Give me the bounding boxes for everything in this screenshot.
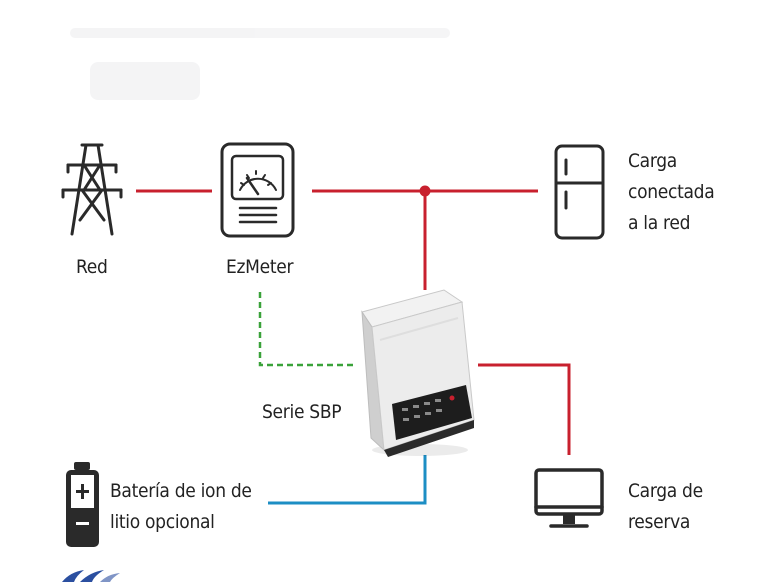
junction-dot xyxy=(419,185,431,197)
backup-load-label-line-2: reserva xyxy=(628,511,691,533)
battery-label-line-2: litio opcional xyxy=(110,511,215,533)
backup-load-label: Carga de reserva xyxy=(628,476,703,538)
battery-icon xyxy=(66,462,99,547)
grid-label: Red xyxy=(76,256,108,278)
meter-comm-line xyxy=(258,292,356,367)
grid-load-label-line-3: a la red xyxy=(628,212,691,234)
grid-load-label-line-1: Carga xyxy=(628,150,677,172)
backup-load-label-line-1: Carga de xyxy=(628,480,703,502)
power-tower-icon xyxy=(61,143,123,236)
battery-label-line-1: Batería de ion de xyxy=(110,480,252,502)
inverter-label: Serie SBP xyxy=(262,401,342,423)
faded-logo-top xyxy=(70,28,450,100)
monitor-icon xyxy=(534,468,604,528)
battery-label: Batería de ion de litio opcional xyxy=(110,476,252,538)
inverter-icon xyxy=(361,289,475,457)
grid-load-label-line-2: conectada xyxy=(628,181,715,203)
inverter-to-backup-line xyxy=(478,363,571,455)
meter-label: EzMeter xyxy=(226,256,294,278)
analog-meter-icon xyxy=(220,142,295,238)
logo-fragment xyxy=(62,570,120,582)
grid-load-label: Carga conectada a la red xyxy=(628,146,715,239)
ac-connections xyxy=(136,189,571,455)
battery-dc-line xyxy=(268,455,427,505)
refrigerator-icon xyxy=(554,144,605,240)
